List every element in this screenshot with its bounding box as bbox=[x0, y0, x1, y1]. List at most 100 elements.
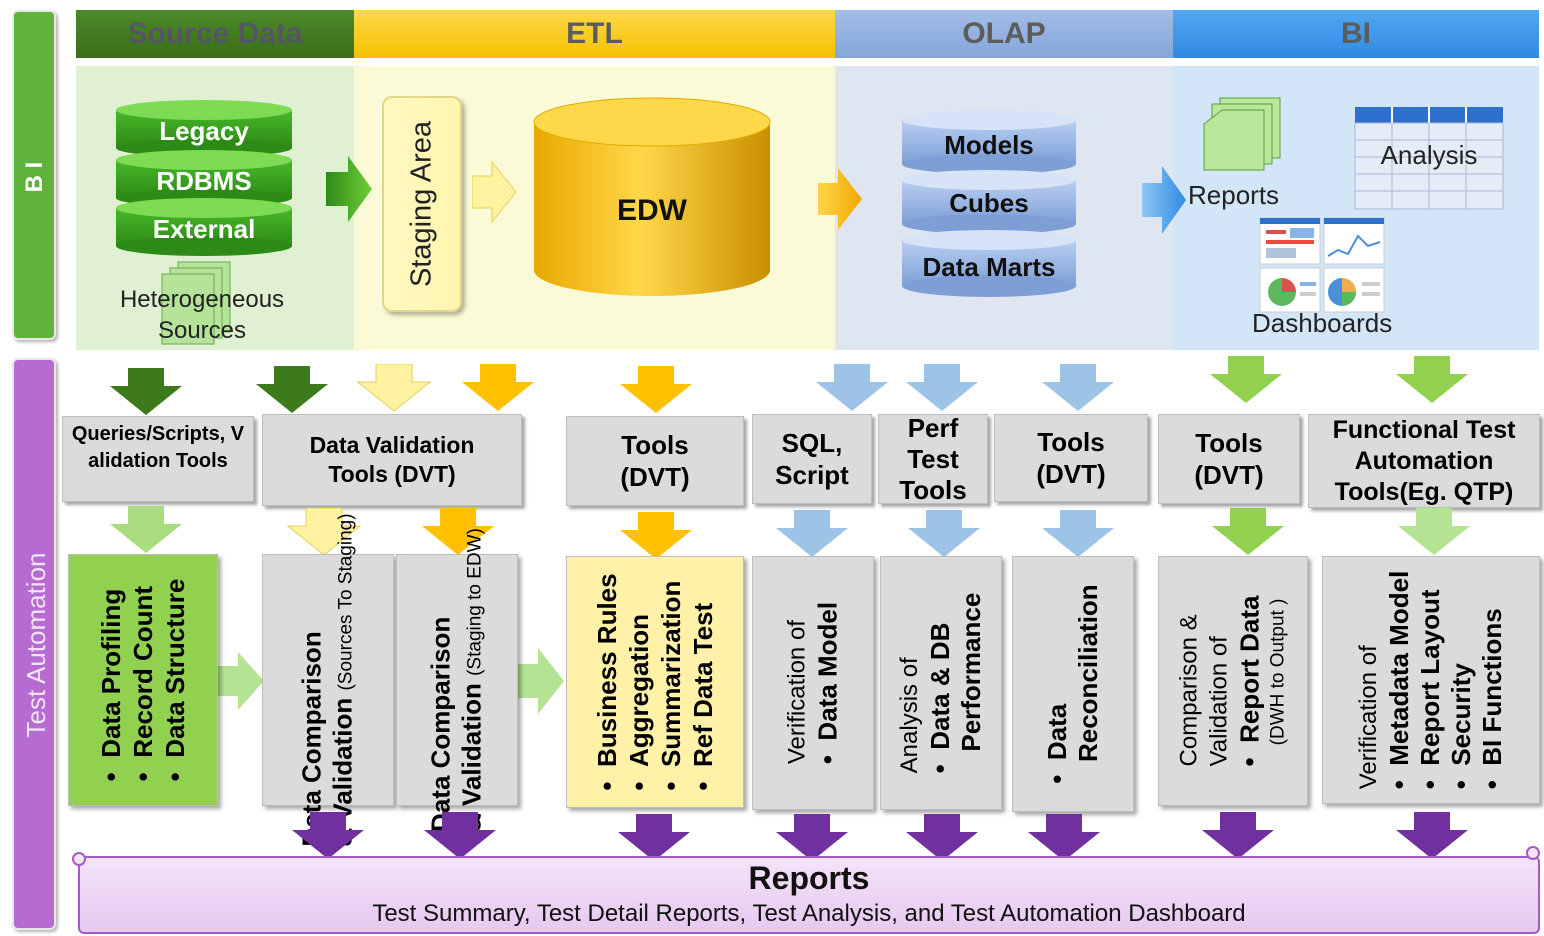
tool-label-tools-dvt-bi: Tools (DVT) bbox=[1194, 428, 1264, 490]
test-item-ref-data-test: • Ref Data Test bbox=[688, 602, 718, 791]
staging-area-label: Staging Area bbox=[405, 120, 438, 288]
test-title-validation-1: & Validation (Sources To Staging) bbox=[327, 513, 358, 847]
test-item-bi-functions: • BI Functions bbox=[1477, 608, 1507, 790]
models-cylinder bbox=[902, 110, 1076, 174]
edw-label: EDW bbox=[617, 194, 687, 227]
source-layer-external: External bbox=[152, 214, 256, 244]
test-item-report-layout: • Report Layout bbox=[1415, 589, 1445, 790]
test-text-reconciliation: • Data Reconciliation bbox=[1042, 584, 1104, 783]
banner-curl-right bbox=[1526, 846, 1540, 860]
test-text-comparison-staging: Data Comparison & Validation (Staging to… bbox=[426, 528, 489, 832]
tool-box-tools-dvt-olap: Tools (DVT) bbox=[994, 414, 1148, 502]
analysis-grid-icon bbox=[1354, 107, 1504, 210]
olap-stack bbox=[902, 110, 1076, 297]
column-header-bi: BI bbox=[1173, 10, 1539, 58]
olap-layer-data-marts: Data Marts bbox=[922, 252, 1056, 282]
column-title-olap: OLAP bbox=[962, 17, 1046, 50]
test-box-data-profiling: • Data Profiling • Record Count • Data S… bbox=[68, 554, 218, 806]
tool-label-tools-dvt-etl: Tools (DVT) bbox=[620, 430, 690, 492]
olap-layer-cubes: Cubes bbox=[949, 188, 1029, 218]
tool-box-queries-scripts: Queries/Scripts, Validation Tools bbox=[62, 416, 254, 502]
test-box-comparison-sources: Data Comparison & Validation (Sources To… bbox=[262, 513, 394, 847]
bi-side-label: B I bbox=[21, 161, 48, 193]
tool-label-perf-test: Perf Test Tools bbox=[899, 412, 967, 505]
test-item-record-count: • Record Count bbox=[128, 585, 158, 782]
test-intro-analysis: Analysis of bbox=[896, 657, 923, 774]
dashboards-thumbnail-icon bbox=[1259, 217, 1385, 313]
test-text-business-rules: • Business Rules • Aggregation • Summari… bbox=[591, 573, 719, 790]
column-title-etl: ETL bbox=[566, 17, 623, 50]
test-sub-sources-to-staging: (Sources To Staging) bbox=[335, 513, 357, 691]
bi-dashboards-label: Dashboards bbox=[1252, 308, 1393, 338]
arrow-down-blue-3 bbox=[1042, 364, 1114, 411]
tool-box-sql-script: SQL, Script bbox=[752, 414, 872, 504]
arrow-down-purple-7 bbox=[1202, 812, 1274, 859]
tool-box-perf-test: Perf Test Tools bbox=[878, 412, 988, 505]
arrow-down-blue-1 bbox=[816, 364, 888, 411]
arrow-down-light-yellow-1 bbox=[356, 364, 432, 412]
data-marts-cylinder bbox=[902, 230, 1076, 297]
cubes-cylinder bbox=[902, 170, 1076, 234]
test-item-data-model: • Data Model bbox=[812, 601, 843, 765]
test-item-reconciliation: Reconciliation bbox=[1073, 584, 1103, 763]
test-text-metadata: Verification of • Metadata Model • Repor… bbox=[1354, 571, 1508, 790]
test-item-aggregation: • Aggregation bbox=[624, 613, 654, 791]
column-header-olap: OLAP bbox=[835, 10, 1173, 58]
test-item-security: • Security bbox=[1446, 663, 1476, 790]
test-item-report-data: • Report Data bbox=[1234, 595, 1265, 767]
test-intro-verification-model: Verification of bbox=[783, 620, 811, 765]
arrow-down-purple-2 bbox=[424, 812, 496, 859]
arrow-down-blue-6 bbox=[1042, 510, 1114, 557]
arrow-down-blue-4 bbox=[776, 510, 848, 557]
test-title-comparison-1: Data Comparison bbox=[296, 631, 327, 847]
test-box-performance: Analysis of • Data & DB Performance bbox=[880, 556, 1002, 810]
reports-banner-subtitle: Test Summary, Test Detail Reports, Test … bbox=[372, 900, 1246, 927]
banner-curl-left bbox=[72, 852, 86, 866]
olap-layer-models: Models bbox=[944, 130, 1034, 160]
column-header-etl: ETL bbox=[354, 10, 835, 58]
arrow-down-blue-2 bbox=[906, 364, 978, 411]
arrow-source-to-staging bbox=[326, 156, 372, 222]
test-box-business-rules: • Business Rules • Aggregation • Summari… bbox=[566, 556, 744, 808]
arrow-right-profiling bbox=[218, 652, 264, 710]
arrow-right-comparison bbox=[518, 648, 564, 714]
test-text-data-model: Verification of • Data Model bbox=[783, 602, 844, 764]
reports-banner: Reports Test Summary, Test Detail Report… bbox=[78, 856, 1540, 934]
source-stack bbox=[116, 100, 292, 256]
test-item-data-profiling: • Data Profiling bbox=[96, 588, 126, 782]
test-box-comparison-staging: Data Comparison & Validation (Staging to… bbox=[396, 528, 518, 832]
tool-box-data-validation: Data Validation Tools (DVT) bbox=[262, 414, 522, 506]
column-header-source-data: Source Data bbox=[76, 10, 354, 58]
test-item-metadata-model: • Metadata Model bbox=[1384, 570, 1414, 790]
arrow-down-light-yellow-2 bbox=[286, 508, 362, 556]
test-title-validation-2: & Validation (Staging to EDW) bbox=[456, 528, 487, 832]
arrow-down-purple-8 bbox=[1396, 812, 1468, 859]
test-automation-side-bar: Test Automation bbox=[12, 358, 56, 930]
test-intro-verification-meta: Verification of bbox=[1355, 645, 1382, 790]
sources-caption: Heterogeneous Sources bbox=[119, 286, 285, 344]
arrow-down-yellow-1 bbox=[462, 364, 534, 411]
arrow-edw-to-olap bbox=[818, 168, 862, 230]
test-box-data-model: Verification of • Data Model bbox=[752, 556, 874, 810]
arrow-down-green-1 bbox=[1210, 356, 1282, 403]
test-item-data: • Data bbox=[1042, 703, 1072, 784]
test-text-comparison-sources: Data Comparison & Validation (Sources To… bbox=[297, 513, 360, 846]
arrow-down-green-2 bbox=[1396, 356, 1468, 403]
test-item-performance: Performance bbox=[956, 592, 986, 752]
tool-box-tools-dvt-bi: Tools (DVT) bbox=[1158, 414, 1300, 504]
external-cylinder bbox=[116, 198, 292, 256]
arrow-down-purple-3 bbox=[618, 814, 690, 861]
tool-box-functional-test: Functional Test Automation Tools(Eg. QTP… bbox=[1308, 414, 1540, 508]
test-text-data-profiling: • Data Profiling • Record Count • Data S… bbox=[95, 579, 191, 782]
arrow-down-yellow-2 bbox=[620, 366, 692, 413]
arrow-down-light-green-1 bbox=[110, 506, 182, 553]
test-item-business-rules: • Business Rules bbox=[592, 573, 622, 791]
reports-pages-icon bbox=[1203, 97, 1281, 171]
reports-banner-title: Reports bbox=[748, 860, 870, 896]
test-item-data-structure: • Data Structure bbox=[160, 578, 190, 782]
test-item-data-db: • Data & DB bbox=[925, 622, 955, 774]
test-intro-validation: Validation of bbox=[1205, 636, 1233, 767]
arrow-down-purple-5 bbox=[906, 814, 978, 861]
arrow-down-green-3 bbox=[1212, 508, 1284, 555]
source-layer-rdbms: RDBMS bbox=[156, 166, 252, 196]
